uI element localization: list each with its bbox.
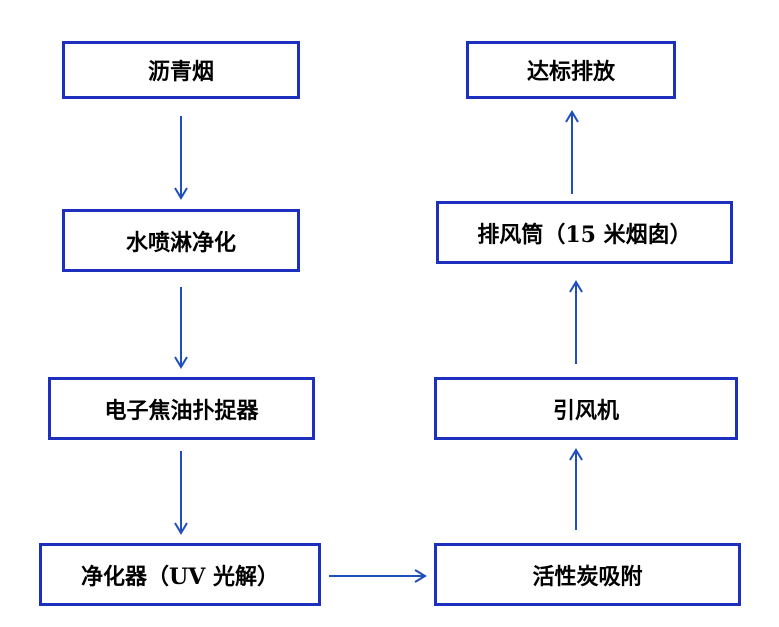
node-activated-carbon-label: 活性炭吸附: [532, 563, 643, 590]
node-uv-purifier-label: 净化器（UV 光解）: [81, 563, 279, 590]
node-uv-purifier: 净化器（UV 光解）: [39, 543, 321, 606]
node-exhaust-stack-label: 排风筒（15 米烟囱）: [477, 221, 692, 248]
node-exhaust-stack: 排风筒（15 米烟囱）: [436, 201, 733, 264]
node-induced-fan-label: 引风机: [552, 397, 619, 424]
node-induced-fan: 引风机: [434, 377, 738, 440]
node-activated-carbon: 活性炭吸附: [434, 543, 741, 606]
node-water-spray: 水喷淋净化: [62, 209, 300, 272]
node-electro-tar-catcher: 电子焦油扑捉器: [48, 377, 315, 440]
node-compliant-discharge-label: 达标排放: [526, 59, 615, 85]
node-asphalt-smoke-label: 沥青烟: [147, 59, 214, 85]
node-compliant-discharge: 达标排放: [466, 41, 676, 99]
node-asphalt-smoke: 沥青烟: [62, 41, 300, 99]
node-water-spray-label: 水喷淋净化: [125, 229, 236, 256]
node-electro-tar-catcher-label: 电子焦油扑捉器: [104, 397, 259, 424]
